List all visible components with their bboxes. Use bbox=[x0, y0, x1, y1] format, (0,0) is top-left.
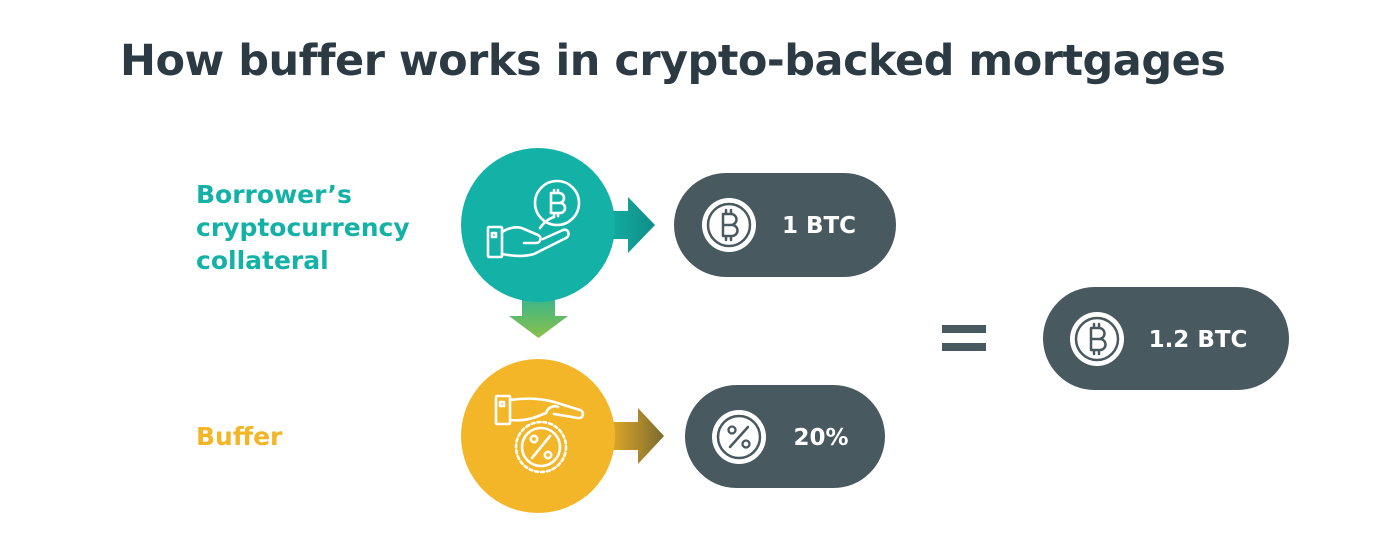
collateral-arrow-icon bbox=[600, 197, 655, 253]
equals-icon bbox=[942, 325, 986, 351]
buffer-value-pill: 20% bbox=[685, 385, 885, 488]
buffer-circle bbox=[461, 359, 615, 513]
buffer-label: Buffer bbox=[196, 422, 283, 451]
hand-holding-bitcoin-icon bbox=[486, 179, 581, 259]
buffer-value-text: 20% bbox=[793, 425, 848, 451]
total-value-pill: 1.2 BTC bbox=[1043, 287, 1289, 390]
total-value-text: 1.2 BTC bbox=[1149, 327, 1248, 353]
buffer-arrow-icon bbox=[600, 408, 664, 464]
bitcoin-icon bbox=[702, 198, 756, 252]
hand-dropping-percent-coin-icon bbox=[494, 394, 585, 474]
bitcoin-icon bbox=[1070, 312, 1124, 366]
collateral-label-line-2: cryptocurrency bbox=[196, 213, 410, 242]
page-title: How buffer works in crypto-backed mortga… bbox=[120, 36, 1226, 86]
collateral-label-line-1: Borrower’s bbox=[196, 180, 352, 209]
collateral-label: Borrower’s cryptocurrency collateral bbox=[196, 178, 436, 277]
collateral-label-line-3: collateral bbox=[196, 246, 329, 275]
collateral-value-text: 1 BTC bbox=[782, 213, 856, 239]
percent-icon bbox=[712, 410, 766, 464]
collateral-value-pill: 1 BTC bbox=[674, 173, 896, 277]
collateral-circle bbox=[461, 148, 615, 302]
